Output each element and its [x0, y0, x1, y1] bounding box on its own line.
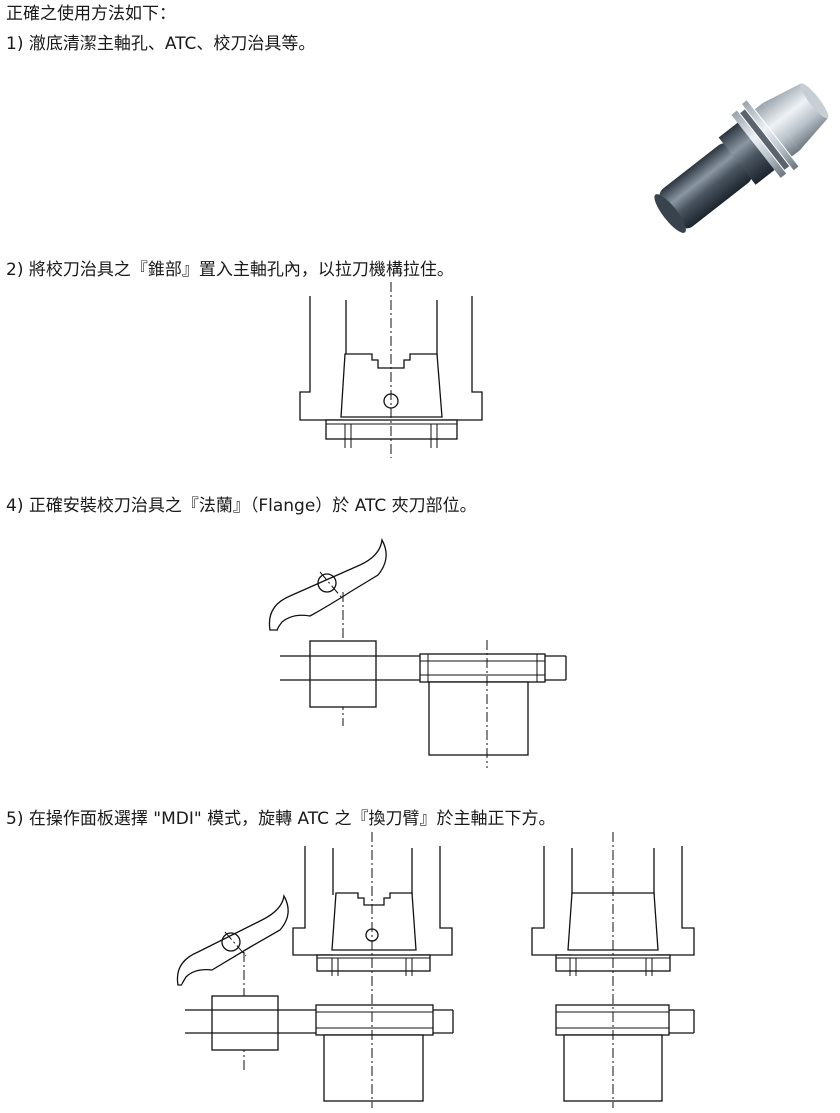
tool-holder-photo [654, 83, 829, 233]
step-2-text: 2) 將校刀治具之『錐部』置入主軸孔內，以拉刀機構拉住。 [6, 260, 454, 280]
flange-atc-diagram [268, 537, 567, 768]
step-4-text: 4) 正確安裝校刀治具之『法蘭』（Flange）於 ATC 夾刀部位。 [6, 496, 477, 516]
intro-text: 正確之使用方法如下： [6, 4, 176, 24]
atc-arm-aligned-diagram [531, 832, 695, 1108]
step-5-text: 5) 在操作面板選擇 "MDI" 模式，旋轉 ATC 之『換刀臂』於主軸正下方。 [6, 809, 556, 829]
atc-arm-rotation-diagram [176, 832, 454, 1108]
step-1-text: 1) 澈底清潔主軸孔、ATC、校刀治具等。 [6, 34, 316, 54]
spindle-taper-diagram [299, 282, 483, 458]
